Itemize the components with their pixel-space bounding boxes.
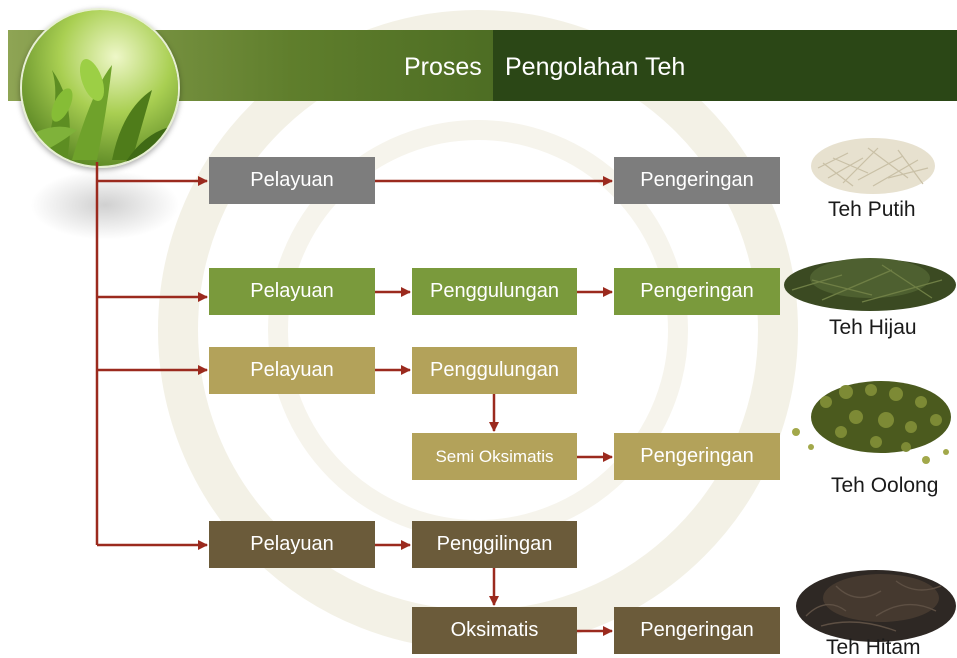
black-tea-leaves [796, 570, 956, 642]
process-box-pelayuan-2: Pelayuan [209, 268, 375, 315]
page-title-right: Pengolahan Teh [505, 53, 686, 81]
process-box-pengeringan-3: Pengeringan [614, 433, 780, 480]
process-box-pengeringan-2: Pengeringan [614, 268, 780, 315]
tea-label-hitam: Teh Hitam [826, 636, 921, 658]
process-box-penggulungan-3: Penggulungan [412, 347, 577, 394]
white-tea-leaves [811, 138, 935, 194]
page-title-left: Proses [404, 53, 482, 81]
process-box-pengeringan-4: Pengeringan [614, 607, 780, 654]
oolong-tea-leaves [792, 381, 951, 464]
process-box-pelayuan-4: Pelayuan [209, 521, 375, 568]
tea-label-hijau: Teh Hijau [829, 316, 917, 339]
tea-label-oolong: Teh Oolong [831, 474, 939, 497]
process-box-pelayuan-3: Pelayuan [209, 347, 375, 394]
process-box-pengeringan-1: Pengeringan [614, 157, 780, 204]
tea-leaf-photo [20, 8, 180, 168]
green-tea-leaves [784, 258, 956, 311]
process-box-penggilingan: Penggilingan [412, 521, 577, 568]
process-box-semi-oksimatis: Semi Oksimatis [412, 433, 577, 480]
tea-label-putih: Teh Putih [828, 198, 916, 221]
process-box-penggulungan-2: Penggulungan [412, 268, 577, 315]
process-box-oksimatis: Oksimatis [412, 607, 577, 654]
header-bar-dark [493, 30, 957, 101]
process-box-pelayuan-1: Pelayuan [209, 157, 375, 204]
